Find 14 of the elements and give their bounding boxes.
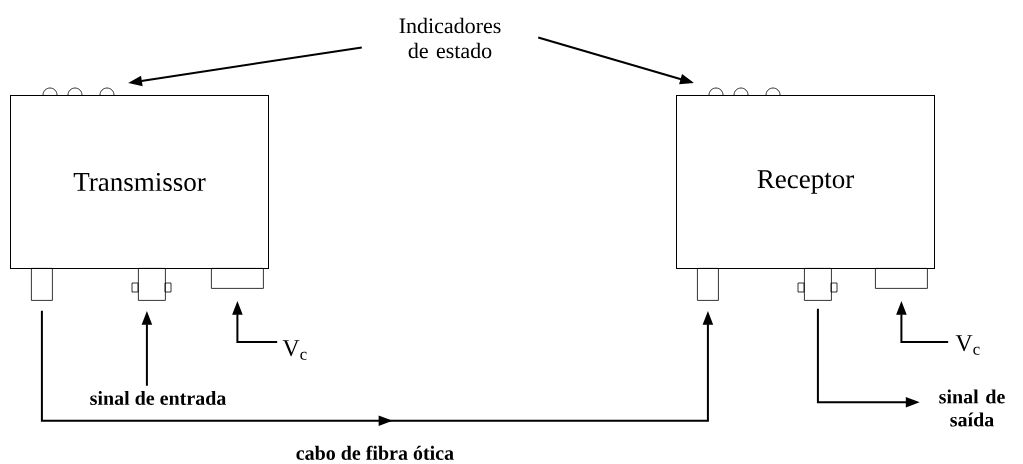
power-connector xyxy=(875,268,928,289)
signal-label: sinal de entrada xyxy=(90,390,227,406)
edge-label: cabo de fibra ótica xyxy=(294,444,456,461)
voltage-label: V$_{c}$ xyxy=(282,340,307,360)
callout-text: Indicadores de estado xyxy=(399,17,501,59)
voltage-label: V$_{c}$ xyxy=(955,335,980,355)
transmitter-box: Transmissor xyxy=(10,95,269,269)
receiver-box: Receptor xyxy=(676,95,935,269)
power-connector xyxy=(211,268,264,289)
bnc-connector xyxy=(131,268,172,301)
connector xyxy=(31,268,53,301)
bnc-connector xyxy=(797,268,838,301)
connector xyxy=(697,268,719,301)
signal-label: sinal de saída xyxy=(939,389,1005,427)
